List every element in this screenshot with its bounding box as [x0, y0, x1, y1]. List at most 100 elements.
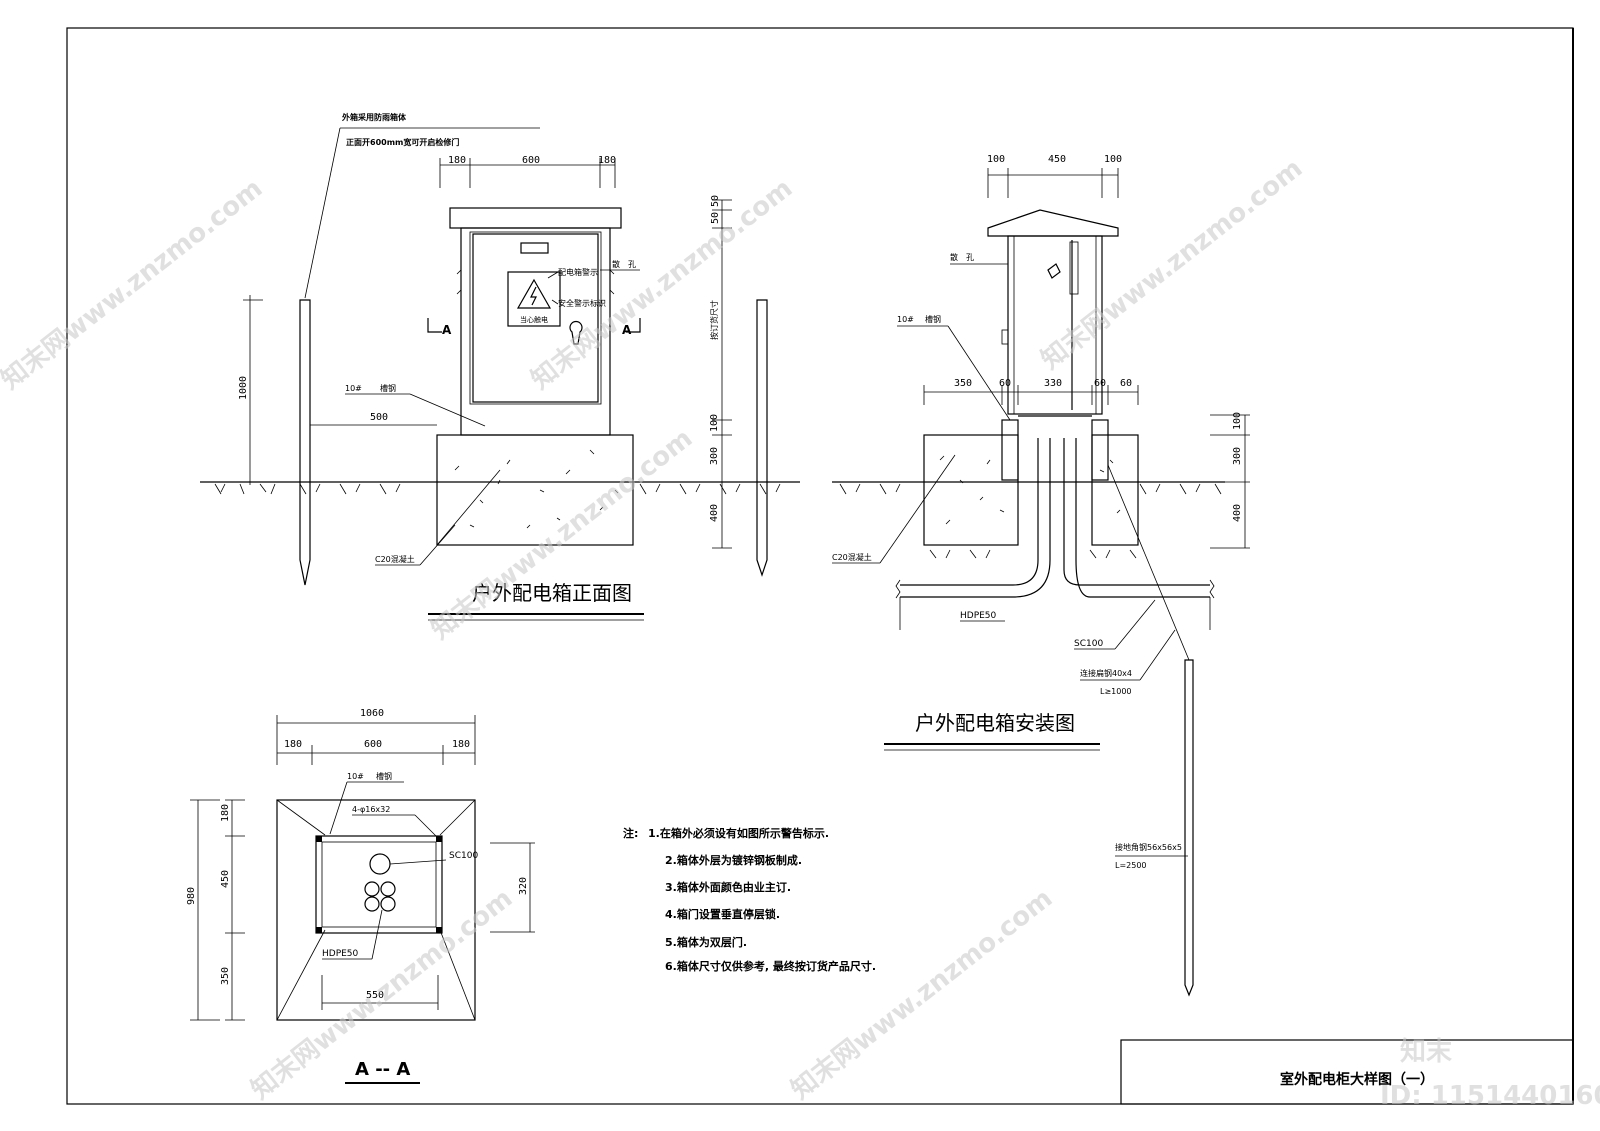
svg-text:600: 600 — [522, 155, 540, 166]
svg-text:A: A — [442, 323, 452, 337]
svg-text:SC100: SC100 — [449, 851, 478, 861]
svg-text:5.箱体为双层门.: 5.箱体为双层门. — [665, 935, 747, 949]
svg-text:100: 100 — [987, 154, 1005, 165]
svg-text:60: 60 — [1120, 378, 1132, 389]
name-slot — [520, 242, 549, 254]
svg-text:槽钢: 槽钢 — [925, 314, 941, 324]
cabinet-body — [1007, 235, 1103, 415]
watermark-id: ID: 1151440160 — [1380, 1081, 1600, 1111]
channel-frame — [315, 835, 443, 934]
svg-text:知末网www.znzmo.com: 知末网www.znzmo.com — [1036, 153, 1308, 375]
svg-text:400: 400 — [709, 504, 720, 522]
conduit-sc100 — [369, 853, 391, 875]
svg-text:外箱采用防雨箱体: 外箱采用防雨箱体 — [342, 112, 407, 122]
svg-text:按订货尺寸: 按订货尺寸 — [709, 300, 719, 340]
ground-electrode — [1184, 659, 1194, 997]
watermark-brand: 知末 — [1400, 1037, 1453, 1067]
svg-text:100: 100 — [709, 414, 720, 432]
section-mark-right — [626, 318, 641, 333]
svg-text:SC100: SC100 — [1074, 639, 1103, 649]
svg-text:槽钢: 槽钢 — [380, 383, 396, 393]
svg-text:4-φ16x32: 4-φ16x32 — [352, 805, 390, 814]
svg-text:散: 散 — [612, 259, 620, 269]
section-mark-left — [427, 318, 442, 333]
ground-stake-left — [299, 299, 311, 586]
svg-text:HDPE50: HDPE50 — [960, 611, 997, 621]
conduit-sc — [1063, 438, 1210, 586]
svg-text:60: 60 — [1094, 378, 1106, 389]
svg-text:A -- A: A -- A — [355, 1059, 410, 1080]
cabinet-body — [460, 227, 611, 436]
svg-text:10#: 10# — [347, 772, 364, 781]
svg-text:400: 400 — [1232, 504, 1243, 522]
svg-text:槽钢: 槽钢 — [376, 771, 392, 781]
svg-text:C20混凝土: C20混凝土 — [375, 554, 415, 564]
svg-text:4.箱门设置垂直停层锁.: 4.箱门设置垂直停层锁. — [665, 907, 780, 921]
svg-text:50: 50 — [710, 195, 721, 207]
svg-text:100: 100 — [1104, 154, 1122, 165]
base-outline — [276, 799, 476, 1021]
svg-text:10#: 10# — [897, 315, 914, 324]
svg-text:10#: 10# — [345, 384, 362, 393]
svg-text:180: 180 — [598, 155, 616, 166]
cabinet-door — [472, 233, 599, 403]
svg-text:孔: 孔 — [628, 260, 636, 269]
svg-text:安全警示标识: 安全警示标识 — [558, 298, 606, 308]
warning-triangle-icon — [516, 278, 552, 309]
svg-text:1.在箱外必须设有如图所示警告标示.: 1.在箱外必须设有如图所示警告标示. — [648, 826, 829, 840]
svg-text:知末网www.znzmo.com: 知末网www.znzmo.com — [786, 883, 1058, 1105]
concrete-texture — [454, 449, 619, 529]
svg-text:孔: 孔 — [966, 253, 974, 262]
svg-text:连接扁钢40x4: 连接扁钢40x4 — [1080, 668, 1132, 678]
svg-text:户外配电箱正面图: 户外配电箱正面图 — [472, 581, 632, 605]
svg-text:6.箱体尺寸仅供参考, 最终按订货产品尺寸.: 6.箱体尺寸仅供参考, 最终按订货产品尺寸. — [665, 959, 876, 973]
svg-text:350: 350 — [954, 378, 972, 389]
section-view: 1060 180 600 180 980 180 450 350 550 320… — [186, 708, 535, 1084]
svg-text:知末网www.znzmo.com: 知末网www.znzmo.com — [0, 173, 268, 395]
svg-text:450: 450 — [1048, 154, 1066, 165]
svg-text:100: 100 — [1232, 412, 1243, 430]
cabinet-roof — [987, 209, 1119, 237]
svg-text:300: 300 — [709, 447, 720, 465]
drawing-title: 室外配电柜大样图（一） — [1280, 1071, 1434, 1088]
svg-text:500: 500 — [370, 412, 388, 423]
conduit-hdpe — [900, 438, 1039, 586]
svg-text:600: 600 — [364, 739, 382, 750]
svg-text:1060: 1060 — [360, 708, 384, 719]
svg-text:320: 320 — [518, 877, 529, 895]
svg-text:980: 980 — [186, 887, 197, 905]
svg-text:注:: 注: — [623, 826, 638, 840]
title-block: 室外配电柜大样图（一） — [1120, 1039, 1574, 1105]
notes: 注: 1.在箱外必须设有如图所示警告标示. 2.箱体外层为镀锌钢板制成. 3.箱… — [623, 826, 876, 973]
breaker-icon — [1047, 263, 1061, 279]
svg-text:户外配电箱安装图: 户外配电箱安装图 — [915, 711, 1075, 735]
svg-text:散: 散 — [950, 252, 958, 262]
cabinet-roof — [449, 207, 622, 229]
door-handle-icon — [569, 321, 583, 345]
svg-text:HDPE50: HDPE50 — [322, 949, 359, 959]
svg-text:180: 180 — [448, 155, 466, 166]
svg-text:L≥1000: L≥1000 — [1100, 687, 1132, 696]
warning-sign — [507, 271, 561, 327]
svg-text:2.箱体外层为镀锌钢板制成.: 2.箱体外层为镀锌钢板制成. — [665, 853, 802, 867]
svg-text:180: 180 — [220, 804, 231, 822]
svg-text:当心触电: 当心触电 — [520, 315, 548, 324]
svg-text:配电箱警示: 配电箱警示 — [558, 267, 598, 277]
svg-text:50: 50 — [710, 212, 721, 224]
svg-text:180: 180 — [452, 739, 470, 750]
ground-hatch — [214, 483, 781, 495]
svg-text:450: 450 — [220, 870, 231, 888]
svg-text:正面开600mm宽可开启检修门: 正面开600mm宽可开启检修门 — [346, 137, 459, 147]
svg-text:1000: 1000 — [238, 376, 249, 400]
svg-text:180: 180 — [284, 739, 302, 750]
svg-text:C20混凝土: C20混凝土 — [832, 552, 872, 562]
conduit-hdpe50 — [364, 881, 380, 897]
svg-text:3.箱体外面颜色由业主订.: 3.箱体外面颜色由业主订. — [665, 880, 791, 894]
svg-text:知末网www.znzmo.com: 知末网www.znzmo.com — [426, 423, 698, 645]
svg-text:接地角钢56x56x5: 接地角钢56x56x5 — [1115, 842, 1182, 852]
drawing-frame — [66, 27, 1574, 1105]
ground-stake-right — [756, 299, 768, 577]
svg-text:550: 550 — [366, 990, 384, 1001]
base-right — [1091, 434, 1139, 546]
front-view: 当心触电 配电箱警示 安全警示标识 散 孔 A A 外箱采用防雨箱体 正面开60… — [200, 112, 800, 621]
